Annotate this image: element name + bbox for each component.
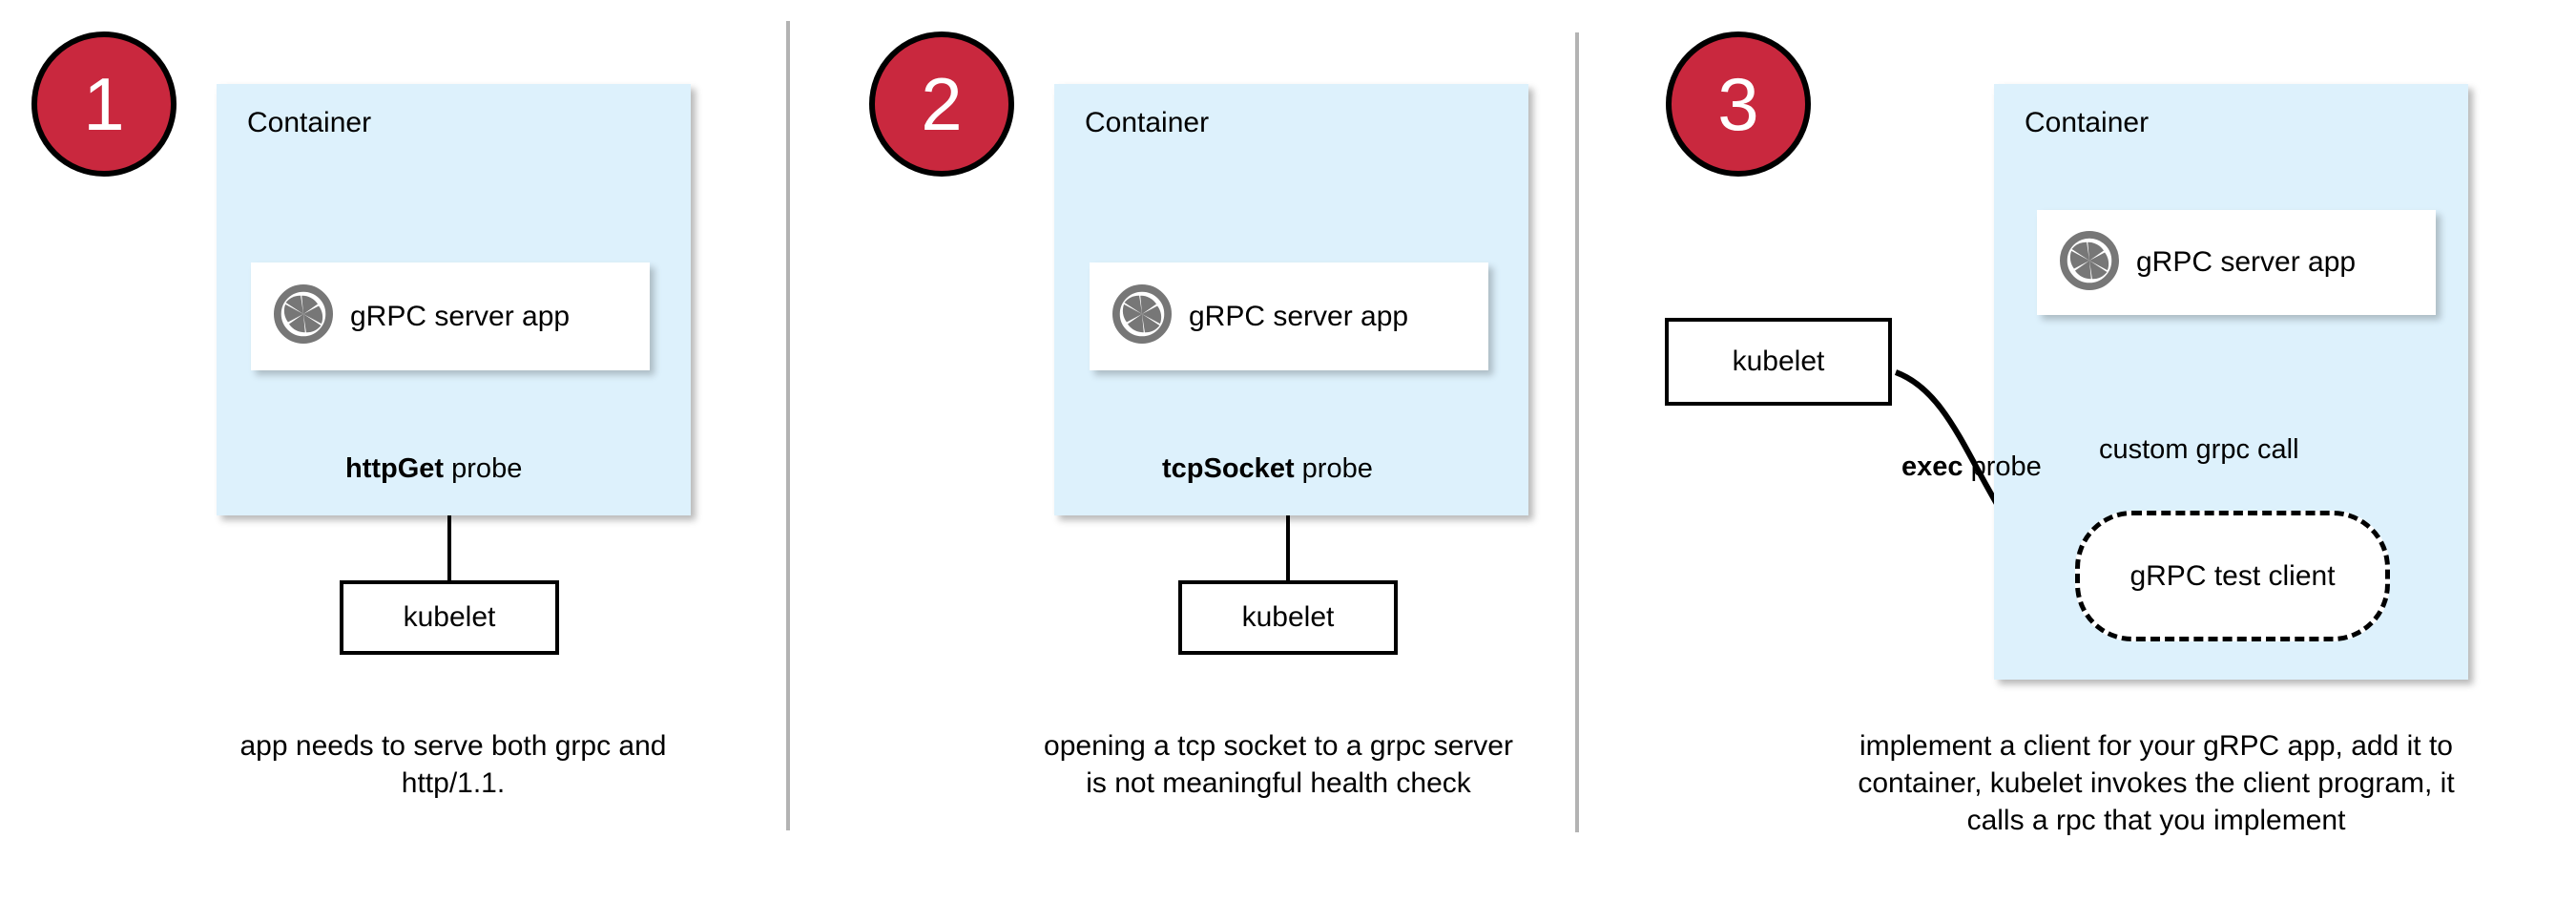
grpc-server-app-card-3: gRPC server app	[2037, 210, 2436, 315]
grpc-aperture-icon	[274, 284, 333, 348]
httpget-probe-label-bold: httpGet	[345, 453, 445, 484]
grpc-aperture-icon	[2060, 230, 2119, 295]
custom-grpc-call-label: custom grpc call	[2099, 434, 2299, 465]
step-badge-3: 3	[1666, 31, 1811, 177]
tcpsocket-probe-label-rest: probe	[1294, 453, 1373, 484]
tcpsocket-probe-label: tcpSocket probe	[1162, 453, 1373, 485]
kubelet-label-3: kubelet	[1732, 346, 1825, 377]
tcpsocket-probe-label-bold: tcpSocket	[1162, 453, 1295, 484]
panel-caption-2: opening a tcp socket to a grpc server is…	[1044, 730, 1513, 799]
kubelet-box-3: kubelet	[1665, 318, 1892, 406]
kubelet-label-2: kubelet	[1241, 601, 1335, 633]
step-badge-2-number: 2	[921, 62, 963, 146]
grpc-test-client-box: gRPC test client	[2075, 511, 2390, 641]
panel-caption-3: implement a client for your gRPC app, ad…	[1858, 730, 2455, 836]
step-badge-1: 1	[31, 31, 177, 177]
container-label-2: Container	[1085, 107, 1210, 138]
httpget-probe-label-rest: probe	[444, 453, 523, 484]
container-label-1: Container	[247, 107, 372, 138]
grpc-server-app-label-2: gRPC server app	[1189, 300, 1409, 332]
step-badge-2: 2	[869, 31, 1014, 177]
panel-divider-1	[786, 21, 790, 830]
grpc-server-app-card-2: gRPC server app	[1090, 262, 1488, 370]
grpc-aperture-icon	[1112, 284, 1172, 348]
exec-probe-label-bold: exec	[1901, 451, 1963, 482]
grpc-server-app-label-1: gRPC server app	[350, 300, 571, 332]
exec-probe-label: exec probe	[1901, 451, 2042, 483]
container-label-3: Container	[2025, 107, 2150, 138]
grpc-test-client-label: gRPC test client	[2129, 559, 2336, 592]
step-badge-1-number: 1	[83, 62, 125, 146]
httpget-probe-label: httpGet probe	[345, 453, 522, 485]
grpc-server-app-label-3: gRPC server app	[2136, 246, 2357, 278]
panel-caption-1: app needs to serve both grpc and http/1.…	[239, 730, 667, 799]
kubelet-box-1: kubelet	[340, 580, 559, 655]
kubelet-label-1: kubelet	[403, 601, 496, 633]
kubelet-box-2: kubelet	[1178, 580, 1398, 655]
grpc-server-app-card-1: gRPC server app	[251, 262, 650, 370]
panel-divider-2	[1575, 32, 1579, 832]
step-badge-3-number: 3	[1717, 62, 1759, 146]
exec-probe-label-rest: probe	[1963, 451, 2042, 482]
